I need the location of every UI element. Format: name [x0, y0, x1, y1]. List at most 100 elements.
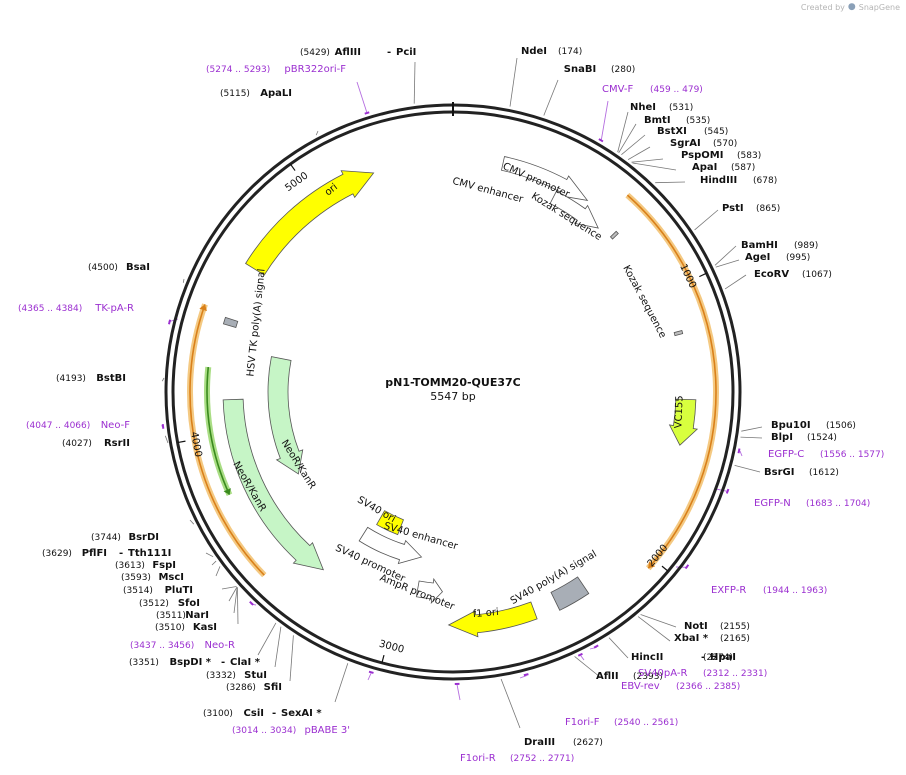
- enzyme-position: (5115): [220, 89, 250, 99]
- feature-ampr-promoter-8[interactable]: [415, 577, 443, 604]
- enzyme-name-hindiii: HindIII: [700, 175, 737, 186]
- primer-position: (459 .. 479): [650, 85, 703, 95]
- primer-marker-cmv-f: [598, 138, 604, 143]
- enzyme-leader-draiii: [500, 678, 521, 729]
- orf-layer: [187, 192, 719, 578]
- tick-label: 4000: [188, 431, 203, 458]
- enzyme-position: (3512): [139, 599, 169, 609]
- enzyme-position: (3629): [42, 549, 72, 559]
- primer-name-tk-pa-r: TK-pA-R: [94, 303, 134, 314]
- enzyme-leader-ecorv: [724, 274, 747, 290]
- enzyme-leader-bsai: [182, 278, 185, 283]
- enzyme-name-hpai: HpaI: [710, 652, 736, 663]
- primer-leader-f1ori-f: [519, 675, 527, 679]
- primer-name-neo-r: Neo-R: [205, 640, 236, 651]
- enzyme-leader-stui: [274, 626, 282, 668]
- enzyme-position: (570): [713, 139, 737, 149]
- primer-position: (4365 .. 4384): [18, 304, 82, 314]
- enzyme-name-bstbi: BstBI: [96, 373, 126, 384]
- enzyme-name-bspdi: BspDI *: [170, 657, 212, 668]
- enzyme-name-rsrii: RsrII: [104, 438, 130, 449]
- feature-cmv-enhancer-1[interactable]: [501, 156, 589, 201]
- feature-kozak-sequence-4[interactable]: [673, 330, 684, 337]
- enzyme-leader-ndei: [509, 57, 518, 107]
- feature-neor-kanr-12[interactable]: [222, 398, 324, 571]
- feature-kozak-sequence-3[interactable]: [609, 230, 619, 240]
- tick-label: 3000: [378, 639, 405, 656]
- primer-position: (2540 .. 2561): [614, 718, 678, 728]
- tick-2000: [661, 565, 669, 572]
- primer-position: (1683 .. 1704): [806, 499, 870, 509]
- enzyme-position: (995): [786, 253, 810, 263]
- primer-leader-pbabe-3: [367, 673, 372, 681]
- enzyme-position: (3100): [203, 709, 233, 719]
- enzyme-name-kasi: KasI: [193, 622, 217, 633]
- primer-position: (4047 .. 4066): [26, 421, 90, 431]
- enzyme-position: (3286): [226, 683, 256, 693]
- enzyme-name-bmti: BmtI: [644, 115, 671, 126]
- enzyme-name-afliii: AflIII: [335, 47, 361, 58]
- feature-cmv-promoter-2[interactable]: [549, 190, 599, 229]
- brand-created-by: Created by: [800, 2, 845, 12]
- primer-name-egfp-n: EGFP-N: [754, 498, 791, 509]
- leader-lines: [161, 57, 763, 729]
- enzyme-separator: -: [272, 708, 276, 719]
- enzyme-name-bamhi: BamHI: [741, 240, 778, 251]
- enzyme-leader-aflii: [574, 656, 601, 678]
- feature-sv40-poly-a-signal-6[interactable]: [550, 576, 590, 611]
- feature-f1-ori-7[interactable]: [447, 601, 538, 638]
- enzyme-name-nhei: NheI: [630, 102, 656, 113]
- feature-neor-kanr-13[interactable]: [267, 356, 304, 475]
- enzyme-name-tth111i: Tth111I: [128, 548, 171, 559]
- enzyme-position: (1067): [802, 270, 832, 280]
- feature-label-hsv-tk-poly-a-signal: HSV TK poly(A) signal: [245, 268, 267, 377]
- enzyme-leader-hindiii: [655, 181, 686, 184]
- primer-position: (2752 .. 2771): [510, 754, 574, 764]
- primer-name-f1ori-f: F1ori-F: [565, 717, 600, 728]
- feature-hsv-tk-poly-a-signal-14[interactable]: [222, 316, 239, 329]
- primer-position: (3014 .. 3034): [232, 726, 296, 736]
- enzyme-leader-hincii: [608, 637, 629, 659]
- enzyme-name-blpi: BlpI: [771, 432, 793, 443]
- enzyme-name-aflii: AflII: [596, 671, 619, 682]
- enzyme-name-pluti: PluTI: [165, 585, 193, 596]
- primer-name-cmv-f: CMV-F: [602, 84, 633, 95]
- primer-name-f1ori-r: F1ori-R: [460, 753, 496, 764]
- enzyme-name-sexai: SexAI *: [281, 708, 322, 719]
- primer-leader-ebv-rev: [580, 655, 585, 661]
- feature-vc155-5[interactable]: [668, 398, 699, 446]
- enzyme-position: (2274): [703, 653, 733, 663]
- brand-name: SnapGene: [858, 2, 900, 12]
- enzyme-position: (1612): [809, 468, 839, 478]
- enzyme-name-csii: CsiI: [244, 708, 264, 719]
- enzyme-leader-bspdi: [257, 622, 277, 656]
- enzyme-name-clai: ClaI *: [230, 657, 261, 668]
- enzyme-separator: -: [221, 657, 225, 668]
- orf-1: [189, 304, 265, 576]
- enzyme-leader-msci: [215, 566, 221, 577]
- primer-leader-egfp-c: [739, 450, 743, 457]
- enzyme-leader-blpi: [740, 436, 763, 439]
- enzyme-leader-nhei: [617, 111, 629, 153]
- feature-sv40-ori-10[interactable]: [376, 510, 404, 536]
- tick-3000: [381, 654, 385, 663]
- enzyme-leader-snabi: [543, 79, 559, 116]
- enzyme-name-noti: NotI: [684, 621, 708, 632]
- enzyme-name-psti: PstI: [722, 203, 744, 214]
- primer-marker-neo-f: [161, 423, 165, 429]
- tick-label: 5000: [283, 170, 310, 194]
- feature-ori-0[interactable]: [245, 170, 375, 276]
- enzyme-position: (583): [737, 151, 761, 161]
- enzyme-name-sfii: SfiI: [264, 682, 282, 693]
- primer-position: (2312 .. 2331): [703, 669, 767, 679]
- primer-marker-exfp-r: [684, 564, 690, 570]
- orf-1-arrowhead: [199, 304, 207, 312]
- enzyme-position: (174): [558, 47, 582, 57]
- feature-sv40-promoter-9[interactable]: [358, 526, 423, 565]
- primer-position: (3437 .. 3456): [130, 641, 194, 651]
- enzyme-position: (535): [686, 116, 710, 126]
- enzyme-leader-csii: [334, 663, 349, 703]
- enzyme-leader-pflfi: [205, 552, 214, 558]
- enzyme-name-bstxi: BstXI: [657, 126, 687, 137]
